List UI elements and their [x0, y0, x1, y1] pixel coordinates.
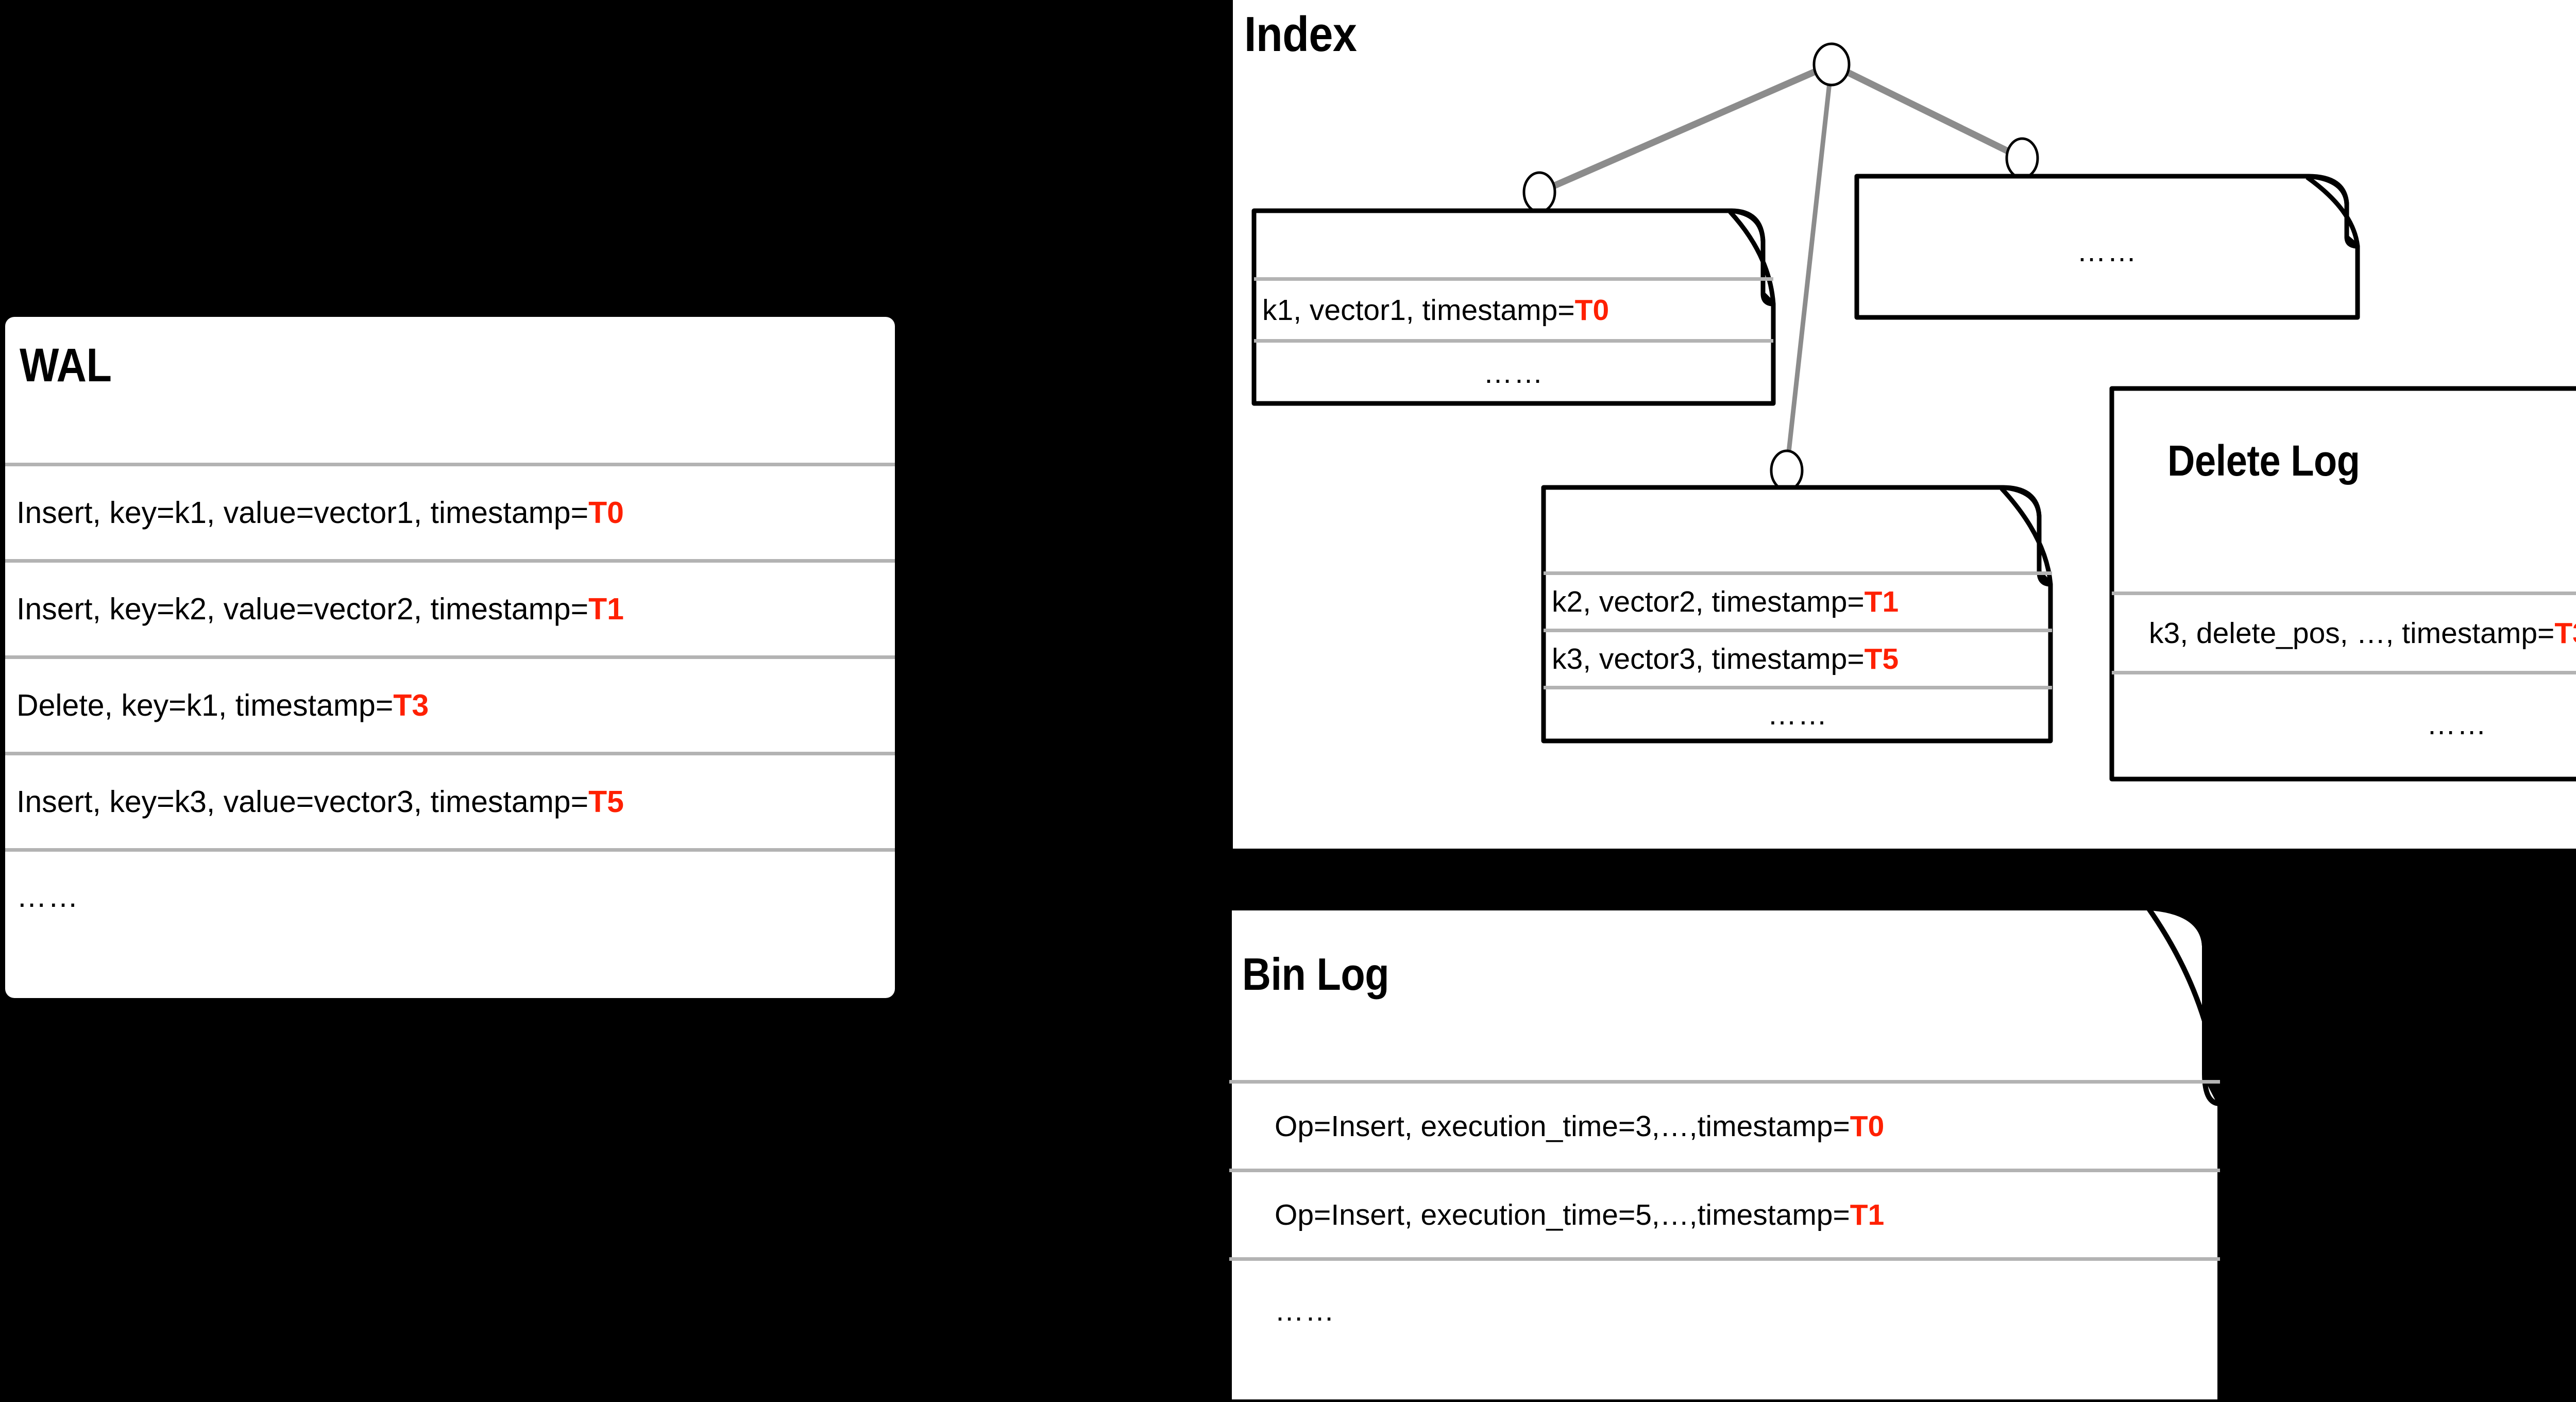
wal-row-timestamp: T3	[393, 688, 429, 722]
leaf-row: ……	[1254, 339, 1773, 403]
wal-row-text: Insert, key=k1, value=vector1, timestamp…	[16, 496, 589, 530]
leaf-k2k3-rows: k2, vector2, timestamp=T1 k3, vector3, t…	[1544, 571, 2052, 739]
wal-row-timestamp: T5	[588, 785, 624, 819]
bin-log-row: Op=Insert, execution_time=3,…,timestamp=…	[1229, 1080, 2220, 1169]
leaf-row-text: k1, vector1, timestamp=	[1262, 293, 1575, 327]
leaf-row: k1, vector1, timestamp=T0	[1254, 277, 1773, 339]
tree-edge-left	[1538, 61, 1833, 195]
wal-row-text: ……	[16, 879, 79, 914]
wal-row: Insert, key=k3, value=vector3, timestamp…	[5, 752, 895, 848]
doc-fold	[2149, 905, 2221, 1106]
delete-log-row: k3, delete_pos, …, timestamp=T3	[2112, 592, 2576, 671]
doc-outline	[2109, 386, 2576, 782]
index-leaf-right: ……	[1854, 174, 2360, 320]
tree-node-child-left	[1522, 171, 1556, 213]
wal-row-text: Insert, key=k3, value=vector3, timestamp…	[16, 785, 589, 819]
wal-row: Insert, key=k1, value=vector1, timestamp…	[5, 463, 895, 559]
tree-edge-middle	[1784, 64, 1834, 471]
leaf-row-text: k3, vector3, timestamp=	[1552, 643, 1865, 675]
leaf-row-timestamp: T1	[1864, 585, 1899, 618]
leaf-row: k3, vector3, timestamp=T5	[1544, 629, 2052, 686]
bin-log-document: Bin Log Op=Insert, execution_time=3,…,ti…	[1227, 905, 2223, 1402]
bin-log-row-text: ……	[1275, 1294, 1335, 1327]
leaf-row: ……	[1544, 686, 2052, 739]
wal-row-text: Insert, key=k2, value=vector2, timestamp…	[16, 592, 589, 626]
wal-row-timestamp: T1	[588, 592, 624, 626]
index-leaf-k2k3: k2, vector2, timestamp=T1 k3, vector3, t…	[1541, 485, 2054, 744]
bin-log-row-text: Op=Insert, execution_time=5,…,timestamp=	[1275, 1198, 1850, 1231]
bin-log-row-timestamp: T0	[1850, 1109, 1885, 1143]
wal-title: WAL	[20, 339, 112, 392]
doc-fold	[1731, 208, 1774, 307]
index-leaf-k1: k1, vector1, timestamp=T0 ……	[1251, 208, 1776, 406]
tree-edge-right	[1830, 61, 2024, 161]
wal-panel: WAL Insert, key=k1, value=vector1, times…	[5, 317, 895, 998]
leaf-row: k2, vector2, timestamp=T1	[1544, 571, 2052, 629]
leaf-row-text: ……	[2077, 235, 2138, 268]
bin-log-row-text: Op=Insert, execution_time=3,…,timestamp=	[1275, 1109, 1850, 1143]
index-title: Index	[1244, 7, 1357, 62]
index-panel: Index k1, vector1, timestamp=T0 ……	[1233, 0, 2576, 849]
wal-rows: Insert, key=k1, value=vector1, timestamp…	[5, 463, 895, 941]
doc-fold-curve	[1728, 210, 1776, 305]
doc-fold-curve	[2146, 907, 2223, 1104]
delete-log-document: Delete Log k3, delete_pos, …, timestamp=…	[2109, 386, 2576, 782]
bin-log-row-timestamp: T1	[1850, 1198, 1885, 1231]
doc-fold-curve	[2306, 175, 2360, 247]
delete-log-row-text: k3, delete_pos, …, timestamp=	[2149, 616, 2555, 650]
wal-row: ……	[5, 848, 895, 941]
doc-fold	[2308, 174, 2358, 249]
tree-node-root	[1812, 42, 1851, 87]
tree-node-child-middle	[1770, 449, 1804, 492]
wal-row-timestamp: T0	[588, 496, 624, 530]
leaf-row-timestamp: T0	[1574, 293, 1609, 327]
leaf-k1-rows: k1, vector1, timestamp=T0 ……	[1254, 277, 1773, 403]
delete-log-row-timestamp: T3	[2554, 616, 2576, 650]
leaf-row-timestamp: T5	[1864, 643, 1899, 675]
leaf-row-text: ……	[1483, 356, 1544, 390]
bin-log-row: Op=Insert, execution_time=5,…,timestamp=…	[1229, 1169, 2220, 1257]
bin-log-row: ……	[1229, 1257, 2220, 1360]
wal-row: Delete, key=k1, timestamp=T3	[5, 655, 895, 752]
bin-log-rows: Op=Insert, execution_time=3,…,timestamp=…	[1229, 1080, 2220, 1360]
leaf-row: ……	[1857, 231, 2358, 272]
leaf-row-text: k2, vector2, timestamp=	[1552, 585, 1865, 618]
delete-log-row-text: ……	[2427, 707, 2487, 741]
doc-fold	[2002, 485, 2051, 587]
bin-log-title: Bin Log	[1242, 949, 1389, 1000]
delete-log-title: Delete Log	[2167, 436, 2360, 485]
delete-log-rows: k3, delete_pos, …, timestamp=T3 ……	[2112, 592, 2576, 774]
tree-node-child-right	[2005, 137, 2039, 179]
delete-log-row: ……	[2112, 671, 2576, 774]
leaf-row-text: ……	[1767, 698, 1828, 731]
wal-row-text: Delete, key=k1, timestamp=	[16, 688, 394, 722]
wal-row: Insert, key=k2, value=vector2, timestamp…	[5, 559, 895, 655]
